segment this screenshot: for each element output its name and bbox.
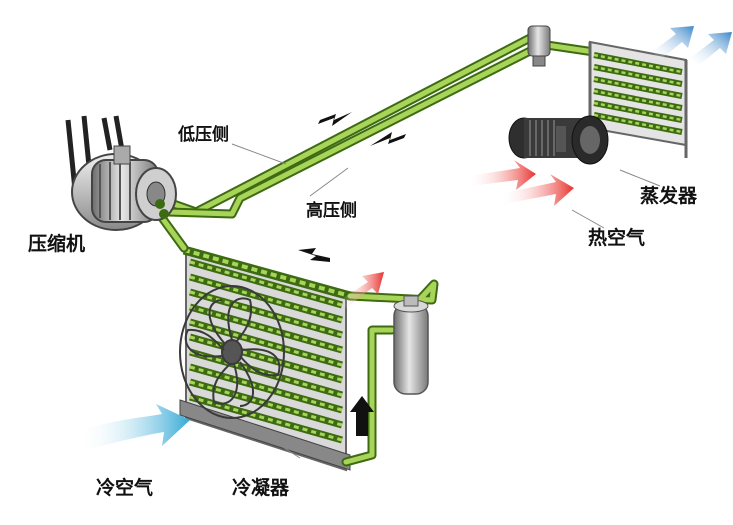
label-condenser: 冷凝器 [232, 476, 290, 499]
condenser [179, 245, 352, 472]
condenser-fan-icon [179, 285, 285, 419]
blower-fan-icon [508, 115, 609, 165]
label-cold-air: 冷空气 [96, 476, 153, 499]
refrigerant-pipes [155, 33, 599, 467]
flow-arrow-icon [298, 248, 330, 262]
flow-direction-arrows [298, 112, 406, 436]
flow-arrow-icon [370, 132, 406, 146]
compressor-icon [65, 115, 177, 231]
flow-arrow-icon [350, 396, 374, 436]
label-evaporator: 蒸发器 [640, 184, 698, 207]
cold-air-arrow [78, 404, 190, 452]
receiver-drier-icon [393, 295, 429, 395]
label-low-side: 低压侧 [177, 124, 229, 145]
flow-arrow-icon [318, 112, 352, 126]
hot-air-arrows [340, 160, 574, 308]
label-hot-air: 热空气 [588, 226, 645, 249]
leader-lines [231, 143, 661, 459]
evaporator [527, 25, 688, 158]
cool-outflow-arrows [652, 26, 732, 66]
label-high-side: 高压侧 [306, 200, 357, 221]
condenser-tubes [189, 258, 343, 444]
label-compressor: 压缩机 [28, 232, 85, 255]
expansion-valve-icon [527, 25, 551, 67]
